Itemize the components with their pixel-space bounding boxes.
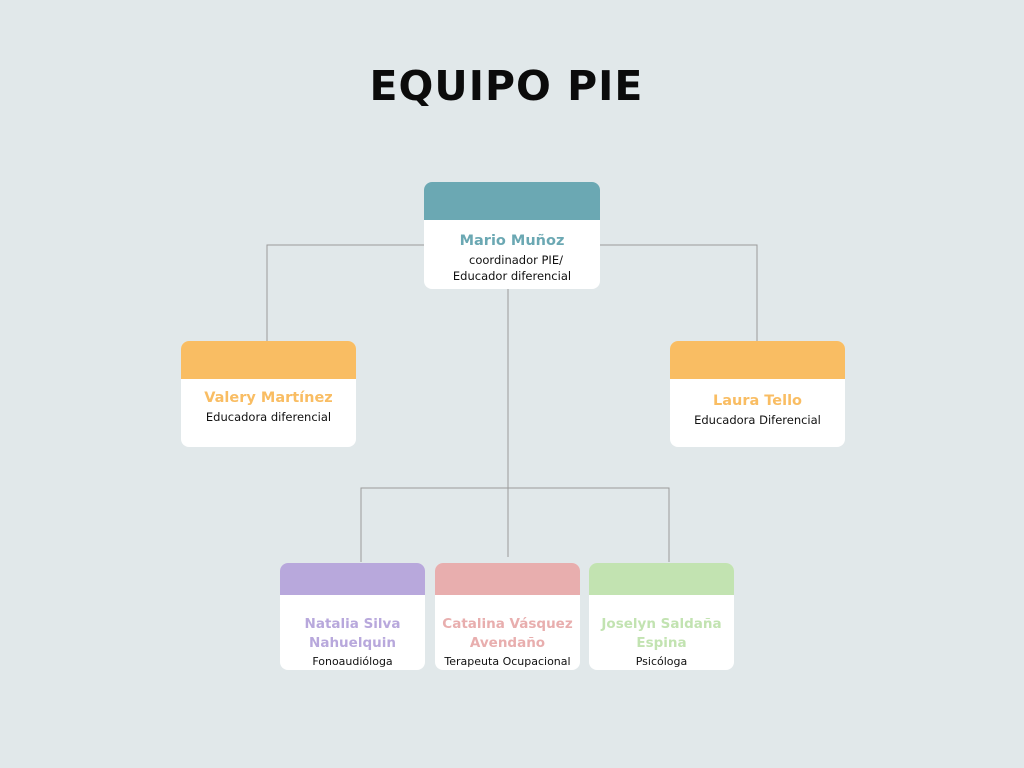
card-header-band [280, 563, 425, 595]
person-name: Joselyn Saldaña [601, 616, 722, 632]
person-name: Laura Tello [712, 393, 803, 409]
person-role-line2: Educador diferencial [452, 269, 572, 283]
person-name-line2: Espina [636, 635, 687, 651]
person-role: Terapeuta Ocupacional [444, 655, 571, 668]
card-valery: Valery Martínez Educadora diferencial [181, 341, 356, 447]
card-header-band [589, 563, 734, 595]
person-name: Natalia Silva [304, 616, 401, 632]
card-header-band [670, 341, 845, 379]
connector-mario-laura [600, 244, 758, 341]
card-joselyn: Joselyn Saldaña Espina Psicóloga [589, 563, 734, 670]
connector-bottom-branch [360, 487, 670, 562]
person-name: Valery Martínez [204, 390, 333, 406]
person-name-line2: Nahuelquin [309, 635, 396, 651]
card-header-band [435, 563, 580, 595]
person-role: Educadora Diferencial [694, 413, 821, 427]
person-name: Mario Muñoz [459, 233, 565, 249]
card-laura: Laura Tello Educadora Diferencial [670, 341, 845, 447]
person-name: Catalina Vásquez [442, 616, 573, 632]
person-role: Psicóloga [635, 655, 688, 668]
person-role: coordinador PIE/ [469, 253, 563, 267]
card-header-band [181, 341, 356, 379]
card-natalia: Natalia Silva Nahuelquin Fonoaudióloga [280, 563, 425, 670]
page-title: EQUIPO PIE [369, 62, 644, 110]
card-header-band [424, 182, 600, 220]
person-role: Fonoaudióloga [312, 655, 393, 668]
person-role: Educadora diferencial [205, 410, 332, 424]
card-catalina: Catalina Vásquez Avendaño Terapeuta Ocup… [435, 563, 580, 670]
card-mario: Mario Muñoz coordinador PIE/ Educador di… [424, 182, 600, 289]
person-name-line2: Avendaño [469, 635, 546, 651]
